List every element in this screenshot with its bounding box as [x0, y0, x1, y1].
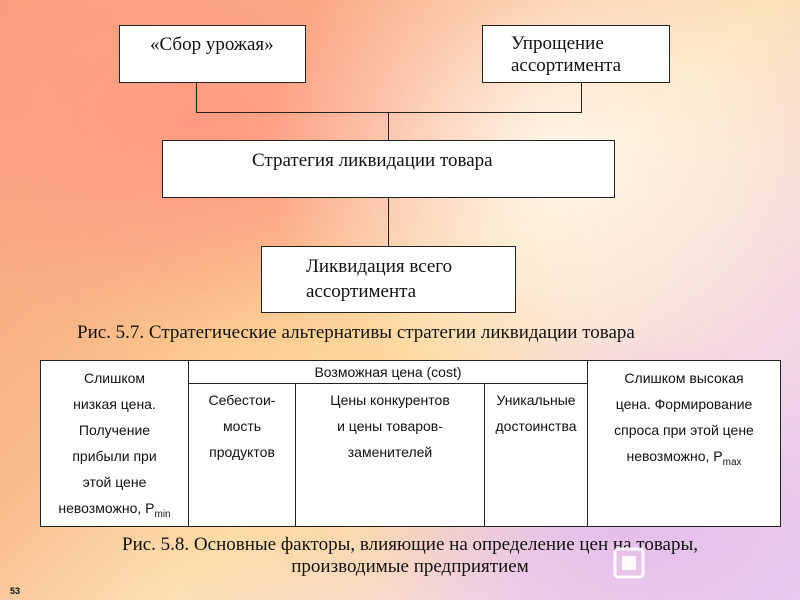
low-price-sub: min	[154, 508, 171, 520]
cell-competitors: Цены конкурентов и цены товаров- заменит…	[295, 383, 485, 527]
box-simplify-assortment-label: Упрощение ассортимента	[511, 33, 622, 76]
connector-left-vertical	[196, 83, 197, 113]
cell-unique: Уникальные достоинства	[483, 383, 589, 527]
low-price-text: Слишком низкая цена. Получение прибыли п…	[58, 370, 157, 516]
figure-caption-5-8-text: Рис. 5.8. Основные факторы, влияющие на …	[122, 534, 698, 577]
connector-right-vertical	[581, 83, 582, 113]
connector-top-horizontal	[196, 112, 582, 113]
box-simplify-assortment: Упрощение ассортимента	[482, 25, 670, 83]
box-full-liquidation-label: Ликвидация всего ассортимента	[306, 256, 453, 302]
high-price-sub: max	[722, 456, 742, 468]
box-full-liquidation: Ликвидация всего ассортимента	[261, 246, 516, 313]
figure-caption-5-7: Рис. 5.7. Стратегические альтернативы ст…	[77, 322, 635, 343]
competitors-text: Цены конкурентов и цены товаров- заменит…	[330, 392, 450, 460]
watermark-icon	[613, 547, 645, 579]
box-liquidation-strategy-label: Стратегия ликвидации товара	[252, 150, 493, 171]
cell-possible-price-header: Возможная цена (cost)	[187, 360, 589, 384]
box-harvest-label: «Сбор урожая»	[150, 34, 274, 55]
box-harvest: «Сбор урожая»	[119, 25, 306, 83]
high-price-text: Слишком высокая цена. Формирование спрос…	[614, 370, 754, 464]
watermark-logo	[612, 540, 800, 590]
box-liquidation-strategy: Стратегия ликвидации товара	[162, 140, 615, 198]
possible-price-header: Возможная цена (cost)	[314, 364, 462, 380]
cell-cost: Себестои- мость продуктов	[188, 383, 296, 527]
connector-center-bottom	[388, 198, 389, 246]
figure-caption-5-8: Рис. 5.8. Основные факторы, влияющие на …	[40, 534, 780, 578]
cost-text: Себестои- мость продуктов	[208, 392, 276, 460]
cell-high-price: Слишком высокая цена. Формирование спрос…	[587, 360, 782, 527]
connector-center-top	[388, 112, 389, 140]
unique-text: Уникальные достоинства	[495, 392, 577, 434]
cell-low-price: Слишком низкая цена. Получение прибыли п…	[40, 360, 189, 527]
page-number: 53	[10, 586, 21, 596]
factors-table: Слишком низкая цена. Получение прибыли п…	[40, 360, 782, 527]
